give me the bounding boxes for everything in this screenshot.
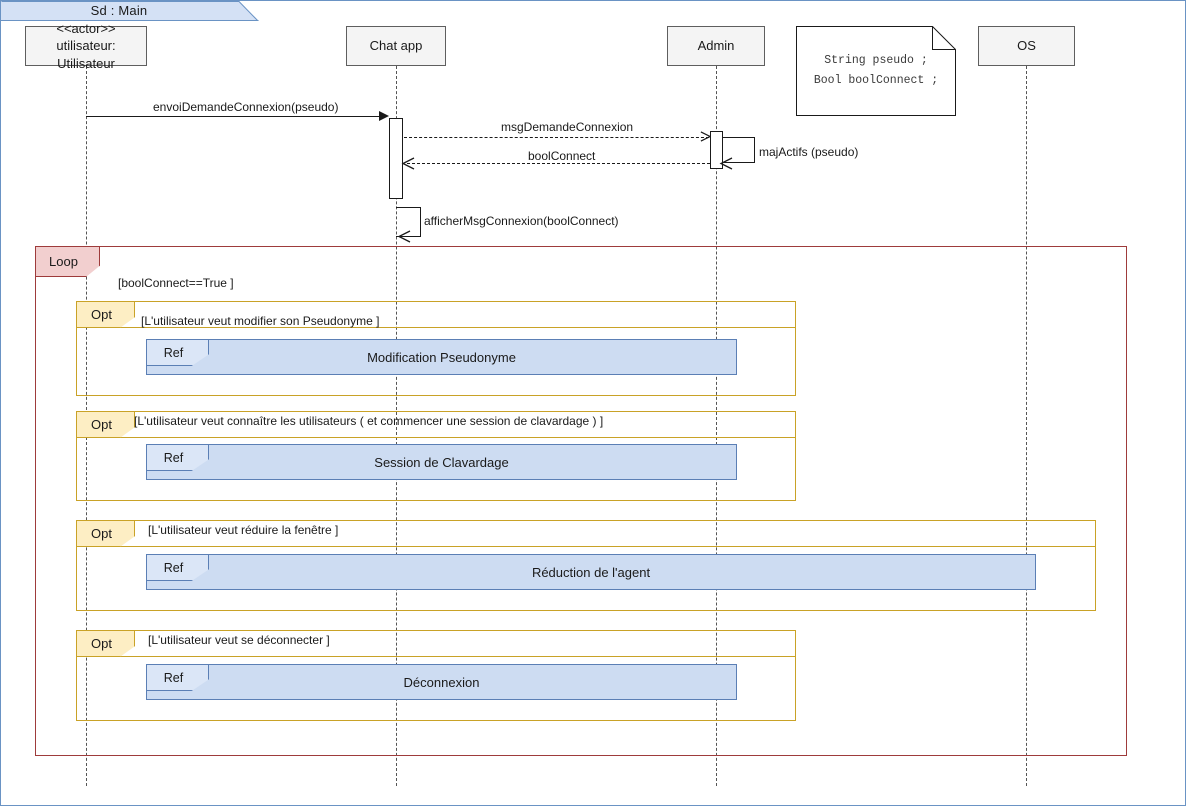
fragment-loop[interactable]: Loop — [35, 246, 1127, 756]
diagram-frame-label: Sd : Main — [90, 3, 148, 18]
fragment-opt-3-operator-label: Opt — [91, 526, 112, 541]
lifeline-chatapp — [396, 66, 397, 786]
fragment-opt-4-operator-label: Opt — [91, 636, 112, 651]
fragment-opt-1-guard: [L'utilisateur veut modifier son Pseudon… — [141, 314, 380, 328]
ref-tab-2: Ref — [147, 445, 209, 471]
self-message-box-afficherMsgConnexion[interactable] — [396, 207, 421, 237]
message-line-msgDemandeConnexion[interactable] — [404, 137, 709, 138]
fragment-opt-3-guard: [L'utilisateur veut réduire la fenêtre ] — [148, 523, 339, 537]
ref-reduction-agent[interactable]: Réduction de l'agent Ref — [146, 554, 1036, 590]
fragment-opt-4-headband — [77, 631, 795, 657]
message-arrowhead-envoiDemandeConnexion — [379, 111, 389, 121]
self-message-arrowhead-afficherMsgConnexion — [397, 230, 411, 243]
diagram-frame-tab: Sd : Main — [1, 1, 259, 21]
ref-title-session-clavardage: Session de Clavardage — [374, 454, 509, 470]
ref-tab-4: Ref — [147, 665, 209, 691]
fragment-opt-modification-pseudonyme[interactable]: Opt — [76, 301, 796, 396]
fragment-opt-3-headband — [77, 521, 1095, 547]
fragment-opt-1-operator: Opt — [77, 302, 135, 328]
fragment-loop-operator-label: Loop — [49, 254, 78, 269]
ref-tab-label-3: Ref — [163, 560, 184, 575]
message-label-boolConnect: boolConnect — [528, 149, 596, 163]
ref-session-clavardage[interactable]: Session de Clavardage Ref — [146, 444, 737, 480]
activation-bar-chatapp — [389, 118, 403, 199]
ref-tab-label-2: Ref — [163, 450, 184, 465]
message-label-majActifs: majActifs (pseudo) — [759, 145, 859, 159]
fragment-opt-2-operator-label: Opt — [91, 417, 112, 432]
ref-deconnexion[interactable]: Déconnexion Ref — [146, 664, 737, 700]
message-label-afficherMsgConnexion: afficherMsgConnexion(boolConnect) — [424, 214, 619, 228]
self-message-arrowhead-majActifs — [719, 157, 733, 170]
activation-bar-admin — [710, 131, 723, 169]
participant-chatapp[interactable]: Chat app — [346, 26, 446, 66]
fragment-opt-4-operator: Opt — [77, 631, 135, 657]
note-line-1: String pseudo ; — [824, 54, 928, 68]
ref-tab-1: Ref — [147, 340, 209, 366]
message-label-envoiDemandeConnexion: envoiDemandeConnexion(pseudo) — [153, 100, 339, 114]
fragment-opt-3-operator: Opt — [77, 521, 135, 547]
note-line-2: Bool boolConnect ; — [813, 74, 939, 87]
note-declarations: String pseudo ; Bool boolConnect ; — [796, 26, 956, 116]
message-line-boolConnect[interactable] — [407, 163, 710, 164]
ref-tab-label-1: Ref — [163, 345, 184, 360]
lifeline-admin — [716, 66, 717, 786]
participant-utilisateur[interactable]: <<actor>> utilisateur: Utilisateur — [25, 21, 147, 71]
note-body — [796, 26, 956, 116]
fragment-opt-2-guard: [L'utilisateur veut connaître les utilis… — [134, 414, 604, 428]
ref-tab-3: Ref — [147, 555, 209, 581]
message-arrowhead-boolConnect — [401, 157, 415, 170]
ref-title-modification-pseudonyme: Modification Pseudonyme — [367, 349, 516, 365]
fragment-opt-2-headband — [77, 412, 795, 438]
ref-title-deconnexion: Déconnexion — [403, 674, 480, 690]
fragment-opt-1-operator-label: Opt — [91, 307, 112, 322]
participant-name-chatapp: Chat app — [369, 38, 423, 54]
message-line-envoiDemandeConnexion[interactable] — [86, 116, 379, 117]
note-text: String pseudo ; Bool boolConnect ; — [796, 26, 956, 116]
fragment-opt-4-guard: [L'utilisateur veut se déconnecter ] — [148, 633, 330, 647]
ref-title-reduction-agent: Réduction de l'agent — [531, 564, 651, 580]
participant-os[interactable]: OS — [978, 26, 1075, 66]
fragment-opt-1-headband — [77, 302, 795, 328]
ref-modification-pseudonyme[interactable]: Modification Pseudonyme Ref — [146, 339, 737, 375]
fragment-opt-deconnexion[interactable]: Opt — [76, 630, 796, 721]
fragment-loop-guard: [boolConnect==True ] — [118, 276, 234, 290]
fragment-opt-session-clavardage[interactable]: Opt — [76, 411, 796, 501]
fragment-opt-reduction-agent[interactable]: Opt — [76, 520, 1096, 611]
lifeline-os — [1026, 66, 1027, 786]
fragment-opt-2-operator: Opt — [77, 412, 135, 438]
self-message-box-majActifs[interactable] — [723, 137, 755, 163]
message-label-msgDemandeConnexion: msgDemandeConnexion — [501, 120, 634, 134]
participant-stereotype-utilisateur: <<actor>> — [56, 20, 116, 36]
participant-name-utilisateur: utilisateur: Utilisateur — [56, 38, 116, 71]
participant-name-os: OS — [1017, 38, 1036, 54]
fragment-loop-operator: Loop — [36, 247, 100, 277]
ref-tab-label-4: Ref — [163, 670, 184, 685]
participant-name-admin: Admin — [697, 38, 735, 54]
note-fold-corner-icon — [932, 26, 956, 50]
participant-admin[interactable]: Admin — [667, 26, 765, 66]
